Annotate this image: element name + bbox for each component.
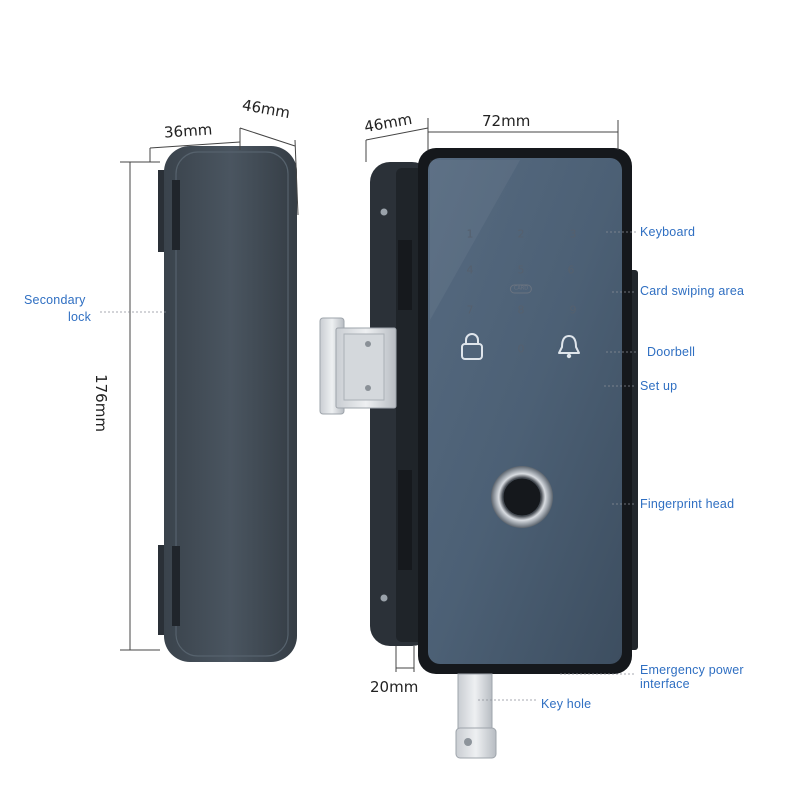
key: [455, 673, 497, 759]
side-body: [164, 146, 297, 662]
glass-panel: [428, 158, 622, 664]
glass-highlight: [430, 160, 520, 320]
key-1[interactable]: 1: [466, 227, 474, 241]
bell-icon: [558, 335, 580, 359]
key-3[interactable]: 3: [569, 227, 577, 241]
dimension-lines: [120, 118, 619, 672]
screw: [380, 208, 388, 216]
callout-doorbell: Doorbell: [647, 345, 696, 359]
callout-key-hole: Key hole: [541, 697, 592, 711]
screw: [380, 594, 388, 602]
front-view: [319, 148, 638, 759]
dim-bottom-gap: 20mm: [370, 678, 419, 696]
side-view: [158, 146, 297, 662]
lock-icon: [461, 333, 483, 360]
side-body-edge: [175, 151, 289, 657]
side-channel-bottom: [172, 546, 180, 626]
latch-bracket: [319, 317, 397, 415]
dim-front-width: 72mm: [482, 112, 531, 130]
callout-emergency-2: interface: [640, 677, 690, 691]
key-8[interactable]: 8: [517, 303, 525, 317]
fingerprint-icon: [491, 466, 553, 528]
rear-slot-top: [398, 240, 412, 310]
dim-height: 176mm: [91, 374, 110, 432]
key-2[interactable]: 2: [517, 227, 525, 241]
key-9[interactable]: 9: [569, 303, 577, 317]
rear-slot-bottom: [398, 470, 412, 570]
key-7[interactable]: 7: [466, 303, 474, 317]
callout-fingerprint-head: Fingerprint head: [640, 497, 735, 511]
key-4[interactable]: 4: [466, 263, 474, 277]
dim-side-depth: 36mm: [163, 120, 213, 142]
callout-secondary-lock-1: Secondary: [24, 293, 86, 307]
key-6[interactable]: 6: [567, 263, 575, 277]
callout-lines: [100, 231, 636, 701]
side-channel-top: [172, 180, 180, 250]
key-0[interactable]: 0: [517, 342, 525, 356]
card-badge: CARD: [509, 284, 533, 294]
key-5[interactable]: 5: [517, 263, 525, 277]
callout-keyboard: Keyboard: [640, 225, 696, 239]
callout-secondary-lock-2: lock: [68, 310, 92, 324]
callout-card-swiping-area: Card swiping area: [640, 284, 745, 298]
callout-set-up: Set up: [640, 379, 678, 393]
callout-emergency-1: Emergency power: [640, 663, 744, 677]
